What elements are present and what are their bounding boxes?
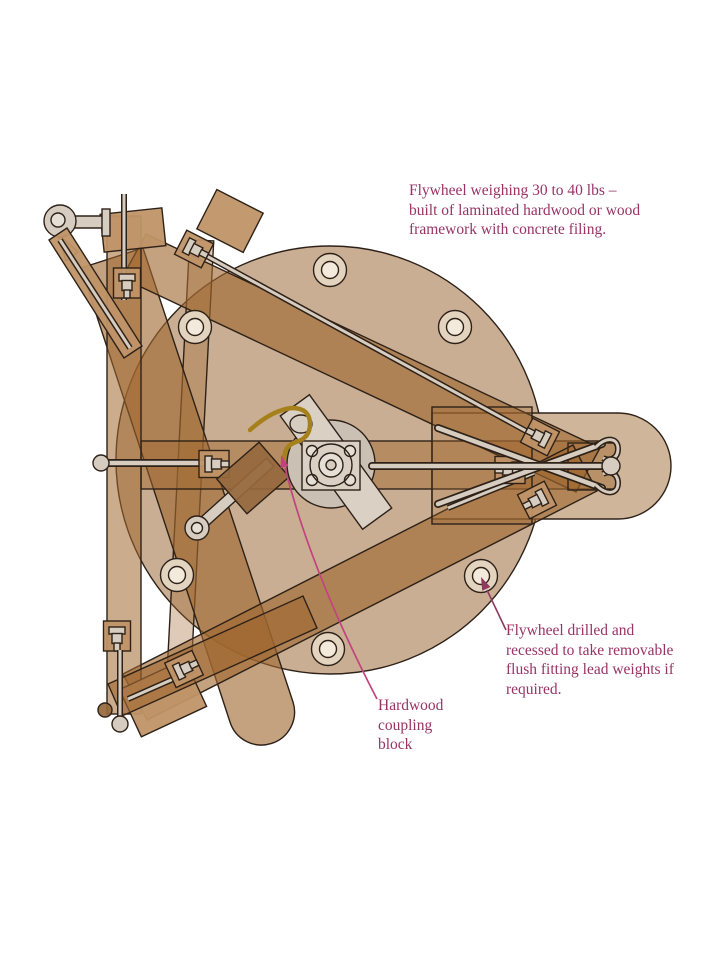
rod-end-cap [92,454,110,472]
leader-lines [280,455,507,700]
post-foot [111,715,129,733]
flywheel-holes [159,252,499,667]
axle-end [325,459,337,471]
annotation-flywheel-drilled: Flywheel drilled and recessed to take re… [506,622,674,699]
axle-tip [601,456,621,476]
bearing-ring [309,443,353,487]
leader-coupling-block [284,467,378,700]
center-hub [247,393,393,531]
bolt-plate [102,620,132,652]
pivot-pin [97,702,113,718]
wire-hook [247,405,313,466]
leader-arrowhead [481,577,491,591]
bolt-plate [112,267,142,299]
leader-arrowhead [280,455,289,469]
link-ring-hole [190,521,204,535]
crank-end [368,417,622,520]
left-axle-rod [92,449,230,479]
bottom-corner-joint [97,595,318,738]
eye-bolt-collar [101,208,111,237]
annotation-flywheel-weight: Flywheel weighing 30 to 40 lbs – built o… [409,182,641,239]
coupling-block [215,441,291,515]
annotation-coupling-block: Hardwood coupling block [378,697,444,754]
eye-bolt-hole [50,212,66,228]
corner-bracket [195,188,265,254]
leader-drilled-hole [486,589,507,631]
top-corner-joint [43,188,539,440]
